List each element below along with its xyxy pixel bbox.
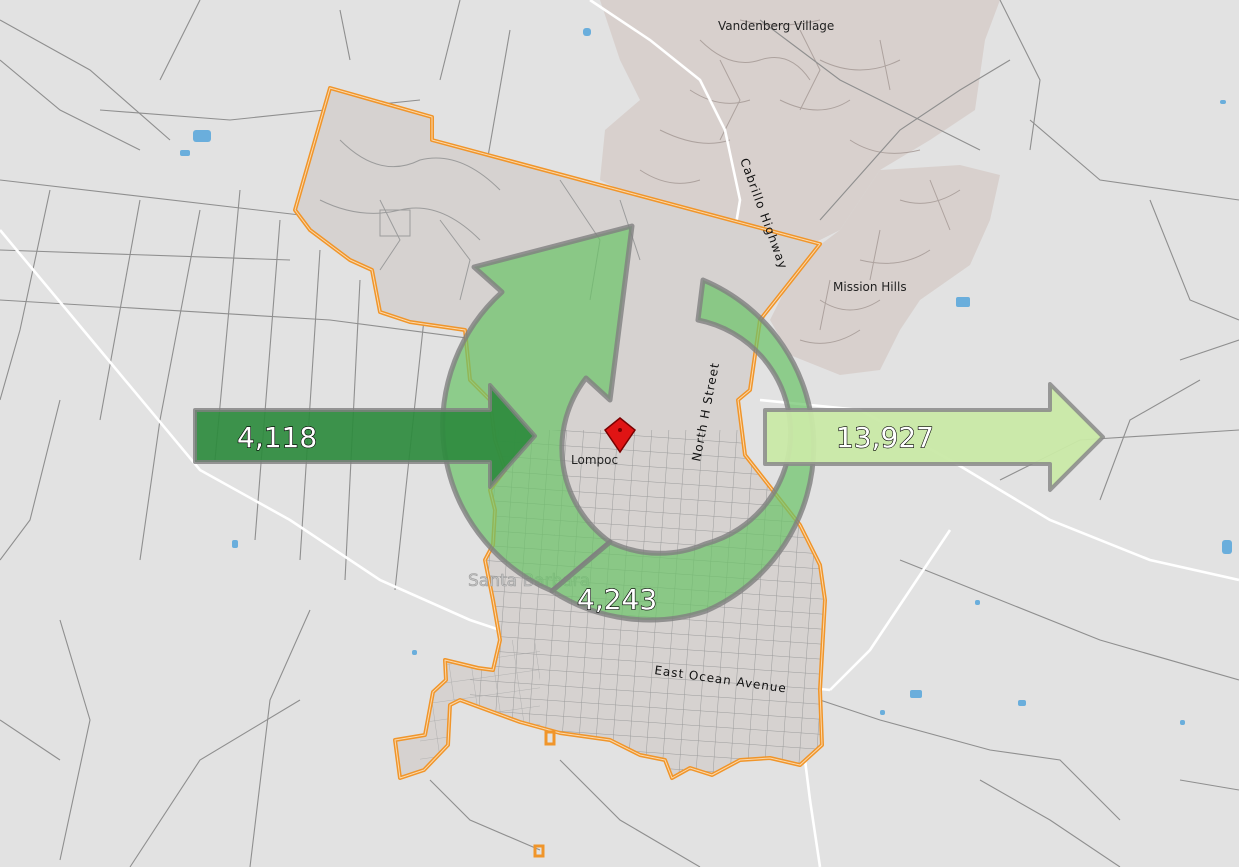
internal-flow-value: 4,243 <box>577 583 657 616</box>
mission-hills-label: Mission Hills <box>833 280 907 294</box>
inflow-value: 4,118 <box>237 421 317 454</box>
lompoc-label: Lompoc <box>571 453 618 467</box>
mission-hills-area <box>770 165 1000 375</box>
location-pin-icon[interactable] <box>603 417 637 454</box>
vandenberg-village-label: Vandenberg Village <box>718 19 834 33</box>
outflow-value: 13,927 <box>836 421 934 454</box>
inflow-arrow <box>193 383 537 489</box>
outflow-arrow <box>763 382 1105 492</box>
